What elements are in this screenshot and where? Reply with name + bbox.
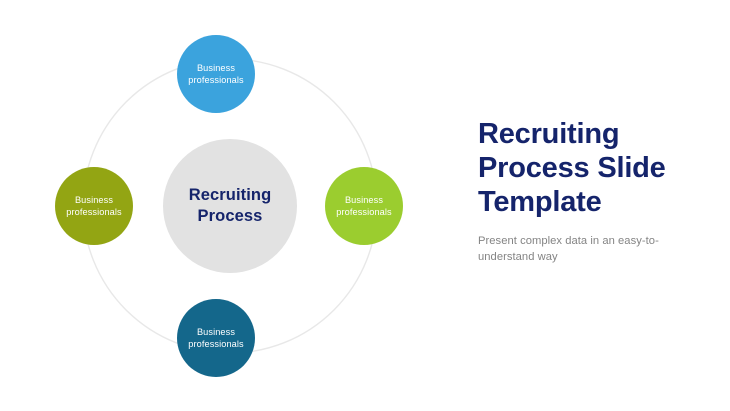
- node-right-business-professionals[interactable]: Business professionals: [325, 167, 403, 245]
- node-bottom-business-professionals[interactable]: Business professionals: [177, 299, 255, 377]
- node-bottom-label-line1: Business: [196, 326, 236, 337]
- hub-label-line2: Process: [197, 207, 263, 225]
- page-subtitle: Present complex data in an easy-to-under…: [478, 234, 659, 263]
- node-right-label-line2: professionals: [336, 207, 392, 217]
- page-title: Recruiting Process Slide Template: [478, 118, 666, 218]
- node-right-label-line1: Business: [344, 194, 384, 205]
- node-top-label-line1: Business: [196, 62, 236, 73]
- node-left-label-line1: Business: [74, 194, 114, 205]
- hub-recruiting-process[interactable]: Recruiting Process: [163, 139, 297, 273]
- hub-label-line1: Recruiting: [188, 185, 272, 204]
- node-left-business-professionals[interactable]: Business professionals: [55, 167, 133, 245]
- recruiting-process-diagram: Recruiting Process Business professional…: [30, 20, 430, 392]
- node-bottom-label-line2: professionals: [188, 339, 244, 349]
- node-top-label-line2: professionals: [188, 75, 244, 85]
- node-top-business-professionals[interactable]: Business professionals: [177, 35, 255, 113]
- node-left-label-line2: professionals: [66, 207, 122, 217]
- slide-text-block: Recruiting Process Slide Template Presen…: [478, 118, 710, 266]
